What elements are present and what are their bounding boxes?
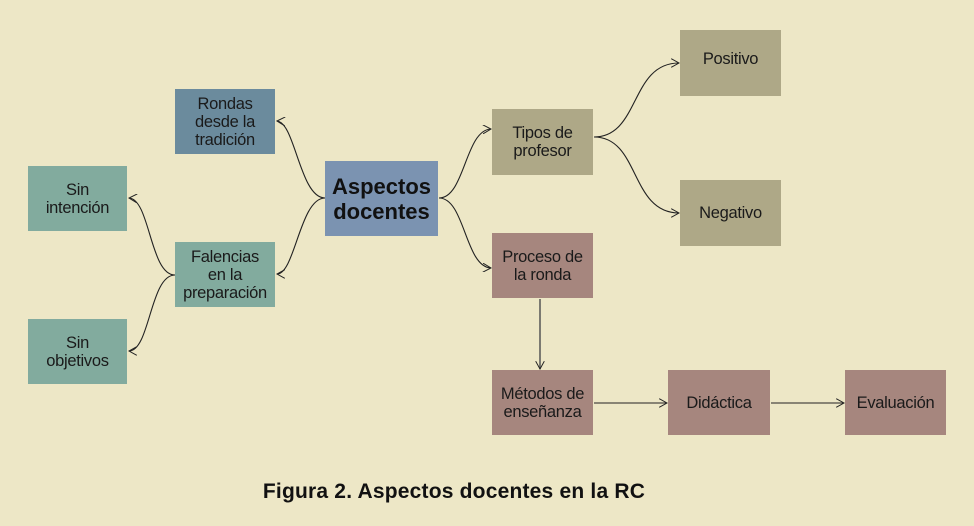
edge-aspectos-falencias — [277, 197, 326, 274]
node-proceso-de-la-ronda: Proceso de la ronda — [492, 233, 593, 298]
edge-aspectos-proceso — [438, 197, 491, 268]
node-evaluacion: Evaluación — [845, 370, 946, 435]
node-negativo: Negativo — [680, 180, 781, 246]
edge-falencias-sin-objetivos — [129, 274, 176, 351]
node-rondas-desde-la-tradicion: Rondas desde la tradición — [175, 89, 275, 154]
node-metodos-de-ensenanza: Métodos de enseñanza — [492, 370, 593, 435]
edge-tipos-negativo — [593, 136, 679, 213]
edge-tipos-positivo — [593, 63, 679, 138]
node-tipos-de-profesor: Tipos de profesor — [492, 109, 593, 175]
node-positivo: Positivo — [680, 30, 781, 96]
node-falencias-en-la-preparacion: Falencias en la preparación — [175, 242, 275, 307]
edge-aspectos-rondas — [277, 121, 326, 199]
node-aspectos-docentes: Aspectos docentes — [325, 161, 438, 236]
edge-falencias-sin-intencion — [129, 198, 176, 276]
node-sin-objetivos: Sin objetivos — [28, 319, 127, 384]
node-sin-intencion: Sin intención — [28, 166, 127, 231]
edge-aspectos-tipos — [438, 129, 491, 199]
figure-caption: Figura 2. Aspectos docentes en la RC — [262, 480, 646, 503]
node-didactica: Didáctica — [668, 370, 770, 435]
